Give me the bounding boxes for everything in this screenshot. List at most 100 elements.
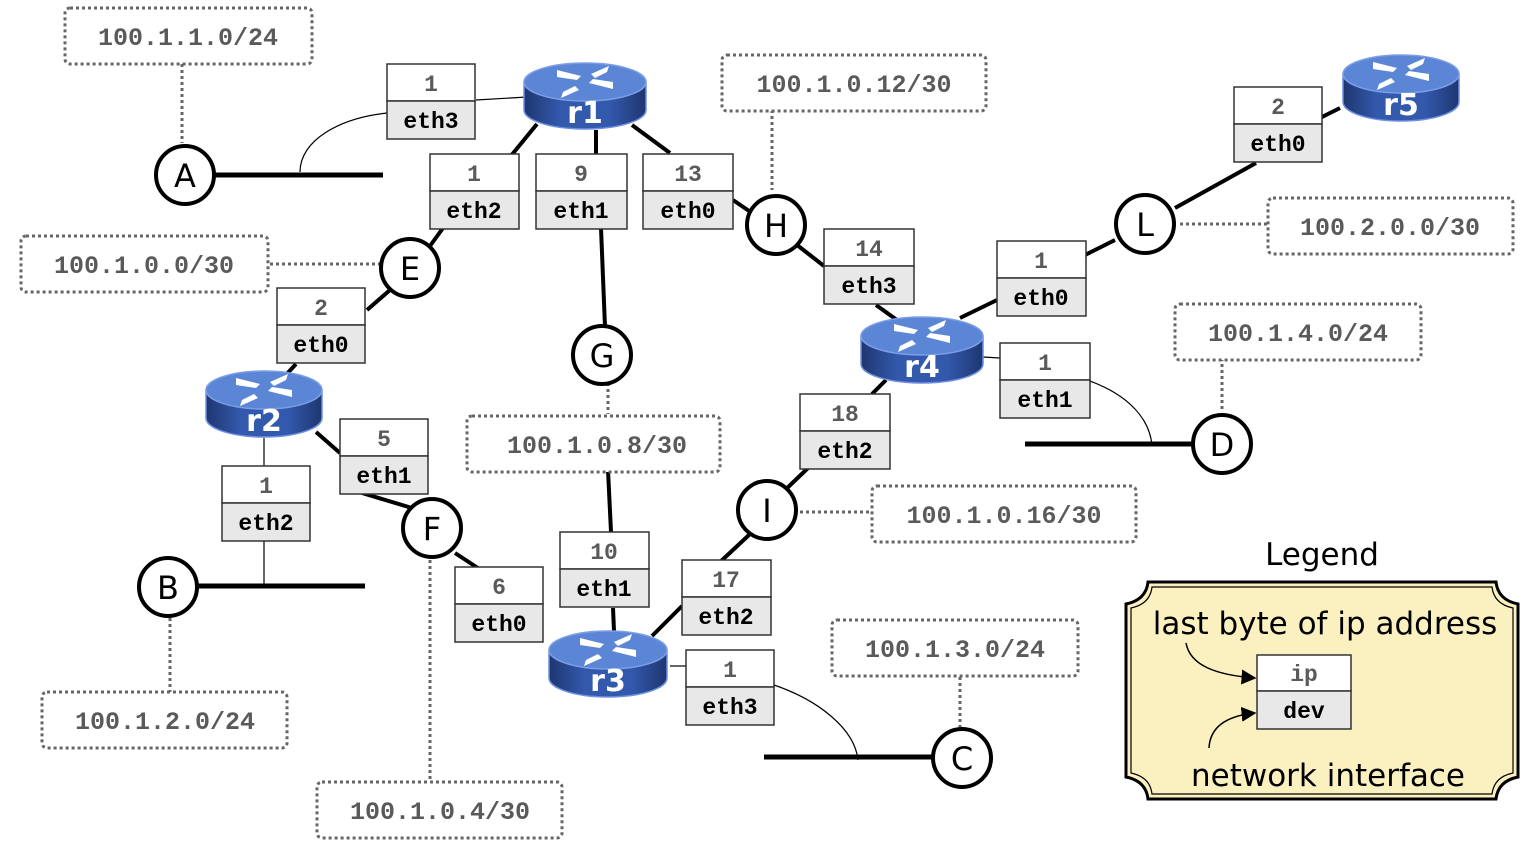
router-r5[interactable]: r5 [1342, 54, 1460, 123]
interface-ip: 1 [259, 474, 273, 500]
subnet-label-a: 100.1.1.0/24 [63, 6, 314, 66]
link-l-r5 [1174, 161, 1257, 210]
network-c-label: C [951, 740, 973, 778]
subnet-c-text: 100.1.3.0/24 [865, 636, 1045, 665]
interface-dev: eth1 [576, 577, 631, 603]
router-arrows-icon [236, 374, 292, 406]
interface-r1-eth2[interactable]: 1 eth2 [429, 153, 520, 230]
legend-title: Legend [1265, 537, 1379, 573]
legend-dev-arrow [1208, 706, 1257, 749]
subnet-label-d: 100.1.4.0/24 [1173, 302, 1423, 362]
interface-ip: 1 [467, 162, 481, 188]
router-arrows-icon [557, 66, 613, 98]
interface-r4-eth3[interactable]: 14 eth3 [823, 228, 915, 305]
interface-r1-eth1[interactable]: 9 eth1 [535, 153, 628, 230]
network-node-i[interactable]: I [736, 479, 798, 541]
interface-r3-eth3[interactable]: 1 eth3 [685, 649, 775, 726]
router-r4-label: r4 [904, 350, 940, 385]
interface-ip: 9 [574, 162, 588, 188]
interface-ip: 2 [1271, 95, 1285, 121]
link-g-r3 [606, 469, 613, 533]
link-r4-eth1-tail [982, 356, 1001, 359]
subnet-l-text: 100.2.0.0/30 [1300, 214, 1480, 243]
router-r2[interactable]: r2 [205, 370, 323, 439]
interface-dev: eth3 [403, 109, 458, 135]
interface-dev: eth0 [660, 199, 715, 225]
network-e-label: E [400, 250, 420, 288]
interface-r3-eth2[interactable]: 17 eth2 [681, 559, 772, 636]
interface-ip: 1 [723, 658, 737, 684]
link-r3-c [770, 683, 859, 761]
subnet-label-g: 100.1.0.8/30 [465, 414, 722, 474]
interface-r4-eth2[interactable]: 18 eth2 [799, 393, 891, 470]
interface-r4-eth0[interactable]: 1 eth0 [996, 240, 1087, 317]
router-r4[interactable]: r4 [860, 316, 984, 385]
network-node-f[interactable]: F [401, 497, 463, 559]
subnet-label-b: 100.1.2.0/24 [40, 690, 289, 750]
subnet-d-text: 100.1.4.0/24 [1208, 320, 1388, 349]
link-r1-a [299, 112, 388, 173]
links-layer [198, 96, 1341, 761]
interface-ip: 2 [314, 296, 328, 322]
subnet-h-text: 100.1.0.12/30 [756, 71, 951, 100]
network-g-label: G [590, 337, 615, 375]
subnet-label-e: 100.1.0.0/30 [19, 234, 270, 294]
network-node-l[interactable]: L [1114, 193, 1176, 255]
interface-r2-eth0[interactable]: 2 eth0 [276, 287, 366, 364]
interface-ip: 14 [855, 237, 883, 263]
router-arrows-icon [1373, 58, 1429, 90]
link-h-r4-bottom [874, 303, 899, 322]
link-r4-d [1086, 379, 1153, 447]
network-b-label: B [157, 569, 179, 607]
interface-dev: eth0 [471, 612, 526, 638]
interface-ip: 5 [377, 427, 391, 453]
interface-r3-eth1[interactable]: 10 eth1 [559, 531, 650, 608]
legend-sample-ip: ip [1290, 662, 1318, 688]
interface-dev: eth2 [446, 199, 501, 225]
subnet-e-text: 100.1.0.0/30 [54, 252, 234, 281]
interface-r2-eth2[interactable]: 1 eth2 [221, 465, 311, 542]
network-node-b[interactable]: B [137, 556, 199, 618]
subnet-f-text: 100.1.0.4/30 [350, 798, 530, 827]
network-node-a[interactable]: A [154, 144, 216, 206]
interface-ip: 1 [1038, 351, 1052, 377]
link-r1-g [599, 227, 607, 328]
interface-dev: eth2 [817, 439, 872, 465]
network-f-label: F [423, 510, 441, 548]
interface-r3-eth0[interactable]: 6 eth0 [454, 566, 544, 643]
network-i-label: I [762, 492, 771, 530]
interface-dev: eth0 [293, 333, 348, 359]
interface-r1-eth0[interactable]: 13 eth0 [642, 153, 734, 230]
interface-r4-eth1[interactable]: 1 eth1 [999, 342, 1091, 419]
interface-dev: eth3 [702, 695, 757, 721]
link-e-r2 [365, 288, 392, 312]
network-node-d[interactable]: D [1191, 413, 1253, 475]
network-node-e[interactable]: E [379, 237, 441, 299]
interface-ip: 1 [424, 72, 438, 98]
network-node-h[interactable]: H [745, 194, 807, 256]
interface-r1-eth3[interactable]: 1 eth3 [386, 63, 476, 140]
link-i-r3 [717, 533, 751, 565]
router-r3[interactable]: r3 [548, 630, 668, 699]
interface-dev: eth0 [1013, 286, 1068, 312]
link-h-r4 [795, 243, 826, 268]
interface-ip: 13 [674, 162, 702, 188]
subnet-labels: 100.1.1.0/24 100.1.0.0/30 100.1.0.12/30 … [19, 6, 1515, 840]
link-r4-eth2 [870, 378, 888, 396]
link-e-eth2 [428, 226, 445, 248]
network-node-g[interactable]: G [571, 324, 633, 386]
router-r1[interactable]: r1 [523, 62, 647, 131]
interface-r2-eth1[interactable]: 5 eth1 [339, 418, 429, 495]
network-node-c[interactable]: C [931, 727, 993, 789]
interface-ip: 17 [712, 568, 740, 594]
interface-r5-eth0[interactable]: 2 eth0 [1233, 86, 1323, 163]
router-arrows-icon [894, 320, 950, 352]
subnet-b-text: 100.1.2.0/24 [75, 708, 255, 737]
legend: Legend last byte of ip address network i… [1124, 537, 1520, 801]
link-r4-eth0 [959, 298, 998, 320]
network-a-label: A [174, 157, 196, 195]
interface-dev: eth1 [553, 199, 608, 225]
link-l-r4 [1082, 238, 1116, 258]
interface-ip: 1 [1034, 249, 1048, 275]
